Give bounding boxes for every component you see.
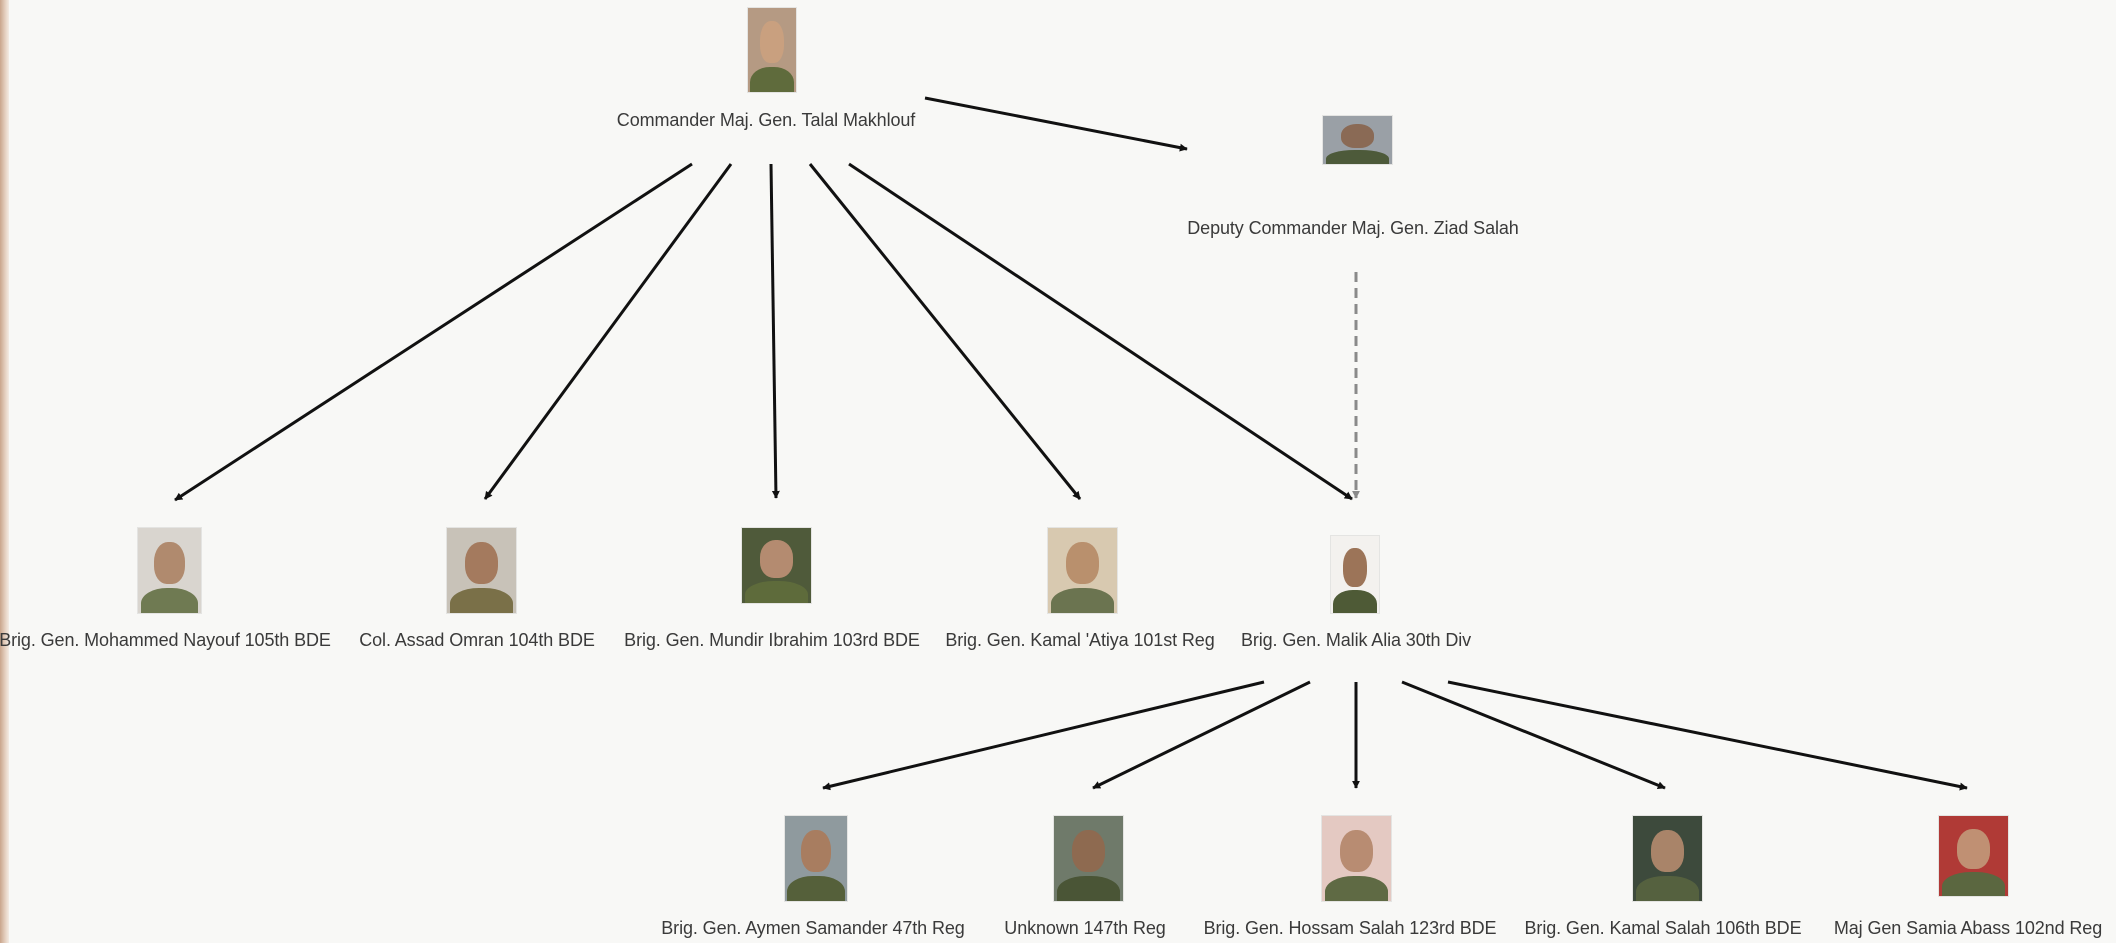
window-left-border	[0, 0, 9, 943]
edge-n0-to-n1	[924, 96, 1188, 152]
node-label-n5: Brig. Gen. Kamal 'Atiya 101st Reg	[945, 630, 1215, 650]
node-photo-n10[interactable]	[1633, 816, 1702, 901]
node-photo-n5[interactable]	[1048, 528, 1117, 613]
node-label-n10: Brig. Gen. Kamal Salah 106th BDE	[1524, 918, 1802, 938]
edge-n0-to-n6	[848, 162, 1353, 501]
node-photo-n2[interactable]	[138, 528, 201, 613]
edge-n0-to-n2	[174, 162, 693, 502]
node-photo-n0[interactable]	[748, 8, 796, 92]
node-photo-n3[interactable]	[447, 528, 516, 613]
edge-n0-to-n4	[769, 163, 780, 499]
node-label-n3: Col. Assad Omran 104th BDE	[359, 630, 595, 650]
node-photo-n11[interactable]	[1939, 816, 2008, 896]
edge-n0-to-n5	[808, 163, 1082, 500]
node-label-n7: Brig. Gen. Aymen Samander 47th Reg	[661, 918, 965, 938]
edge-n6-to-n11	[1447, 680, 1968, 791]
node-photo-n1[interactable]	[1323, 116, 1392, 164]
node-label-n11: Maj Gen Samia Abass 102nd Reg	[1833, 918, 2103, 938]
node-photo-n8[interactable]	[1054, 816, 1123, 901]
node-label-n6: Brig. Gen. Malik Alia 30th Div	[1240, 630, 1472, 650]
node-label-n0: Commander Maj. Gen. Talal Makhlouf	[616, 110, 916, 130]
node-photo-n7[interactable]	[785, 816, 847, 901]
node-label-n4: Brig. Gen. Mundir Ibrahim 103rd BDE	[624, 630, 920, 650]
edge-n0-to-n3	[483, 163, 733, 500]
node-photo-n9[interactable]	[1322, 816, 1391, 901]
node-label-n9: Brig. Gen. Hossam Salah 123rd BDE	[1203, 918, 1497, 938]
node-label-n8: Unknown 147th Reg	[1004, 918, 1166, 938]
node-photo-n6[interactable]	[1331, 536, 1379, 613]
node-label-n1: Deputy Commander Maj. Gen. Ziad Salah	[1187, 218, 1519, 238]
edge-n6-to-n10	[1401, 680, 1666, 790]
node-label-n2: Brig. Gen. Mohammed Nayouf 105th BDE	[0, 630, 331, 650]
node-photo-n4[interactable]	[742, 528, 811, 603]
edge-n6-to-n8	[1092, 680, 1311, 790]
edge-n6-to-n7	[822, 680, 1265, 791]
